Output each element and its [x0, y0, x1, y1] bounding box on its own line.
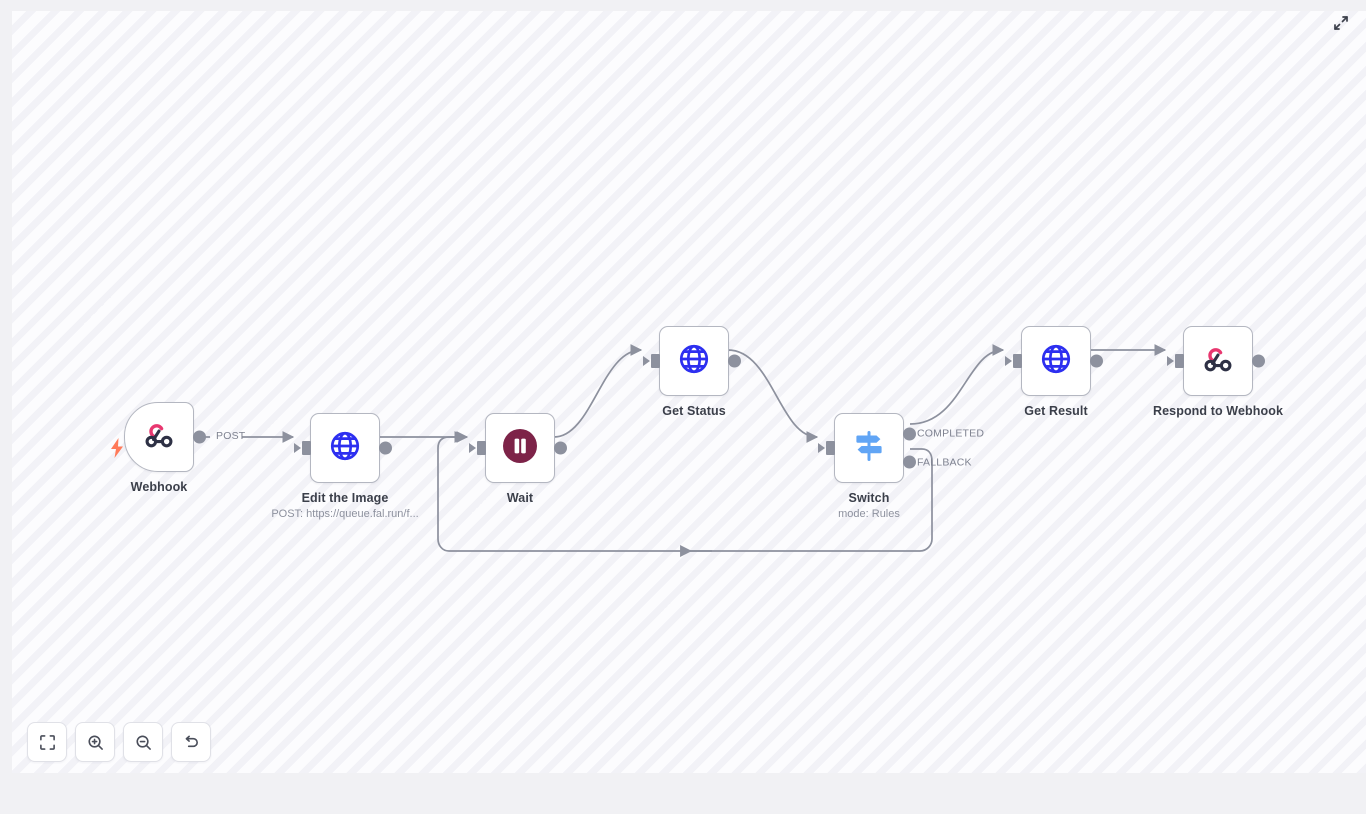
node-webhook-label: Webhook [130, 480, 188, 494]
node-respond-to-webhook-box[interactable] [1175, 326, 1265, 396]
node-get-result[interactable]: Get Result [1013, 326, 1103, 418]
webhook-icon [142, 418, 176, 457]
globe-icon [1039, 342, 1073, 381]
fit-view-button[interactable] [27, 722, 67, 762]
workflow-canvas[interactable]: Webhook POST Edit the Image POS [12, 11, 1366, 773]
node-wait-input-port[interactable] [477, 441, 486, 455]
edge-status-to-switch [727, 349, 819, 443]
node-edit-the-image-input-port[interactable] [302, 441, 311, 455]
node-switch-output-label-completed: COMPLETED [917, 427, 985, 440]
node-switch-box[interactable]: COMPLETED FALLBACK [826, 413, 984, 483]
node-edit-the-image-output-port[interactable] [379, 441, 392, 455]
webhook-icon [1201, 342, 1235, 381]
reset-zoom-button[interactable] [171, 722, 211, 762]
lightning-bolt-icon [109, 438, 125, 458]
expand-canvas-icon[interactable] [1329, 11, 1353, 35]
node-respond-to-webhook[interactable]: Respond to Webhook [1153, 326, 1283, 418]
globe-icon [328, 429, 362, 468]
edge-switch-completed-to-result [909, 344, 1005, 425]
node-wait-output-port[interactable] [554, 441, 567, 455]
globe-icon [677, 342, 711, 381]
signpost-icon [851, 428, 887, 469]
node-get-result-box[interactable] [1013, 326, 1103, 396]
zoom-in-button[interactable] [75, 722, 115, 762]
node-wait-box[interactable] [477, 413, 567, 483]
node-switch-input-port[interactable] [826, 441, 835, 455]
node-get-status[interactable]: Get Status [651, 326, 741, 418]
node-wait-label: Wait [506, 491, 534, 505]
zoom-out-button[interactable] [123, 722, 163, 762]
node-edit-the-image[interactable]: Edit the Image POST: https://queue.fal.r… [271, 413, 419, 520]
node-switch-output-port-completed[interactable]: COMPLETED [903, 427, 984, 441]
node-webhook-output-port[interactable] [193, 430, 206, 444]
node-webhook[interactable]: Webhook [124, 402, 206, 494]
node-get-result-label: Get Result [1024, 404, 1088, 418]
node-get-result-output-port[interactable] [1090, 354, 1103, 368]
node-switch-output-port-fallback[interactable]: FALLBACK [903, 455, 972, 469]
node-get-status-box[interactable] [651, 326, 741, 396]
node-webhook-box[interactable] [124, 402, 206, 472]
edge-label-post: POST [216, 430, 246, 442]
node-switch-subtitle: mode: Rules [838, 508, 900, 520]
canvas-toolbar [27, 722, 211, 762]
node-respond-to-webhook-input-port[interactable] [1175, 354, 1184, 368]
node-get-status-output-port[interactable] [728, 354, 741, 368]
node-switch-label: Switch [848, 491, 890, 505]
node-get-status-input-port[interactable] [651, 354, 660, 368]
node-edit-the-image-box[interactable] [302, 413, 392, 483]
node-get-result-input-port[interactable] [1013, 354, 1022, 368]
node-respond-to-webhook-output-port[interactable] [1252, 354, 1265, 368]
node-wait[interactable]: Wait [477, 413, 567, 505]
node-get-status-label: Get Status [662, 404, 726, 418]
node-switch[interactable]: COMPLETED FALLBACK Switch mode: Rules [826, 413, 984, 520]
node-edit-the-image-label: Edit the Image [301, 491, 389, 505]
edge-wait-to-status [553, 344, 643, 438]
node-respond-to-webhook-label: Respond to Webhook [1152, 404, 1284, 418]
pause-icon [501, 427, 539, 470]
node-switch-output-label-fallback: FALLBACK [917, 456, 972, 469]
node-edit-the-image-subtitle: POST: https://queue.fal.run/f... [271, 508, 419, 520]
